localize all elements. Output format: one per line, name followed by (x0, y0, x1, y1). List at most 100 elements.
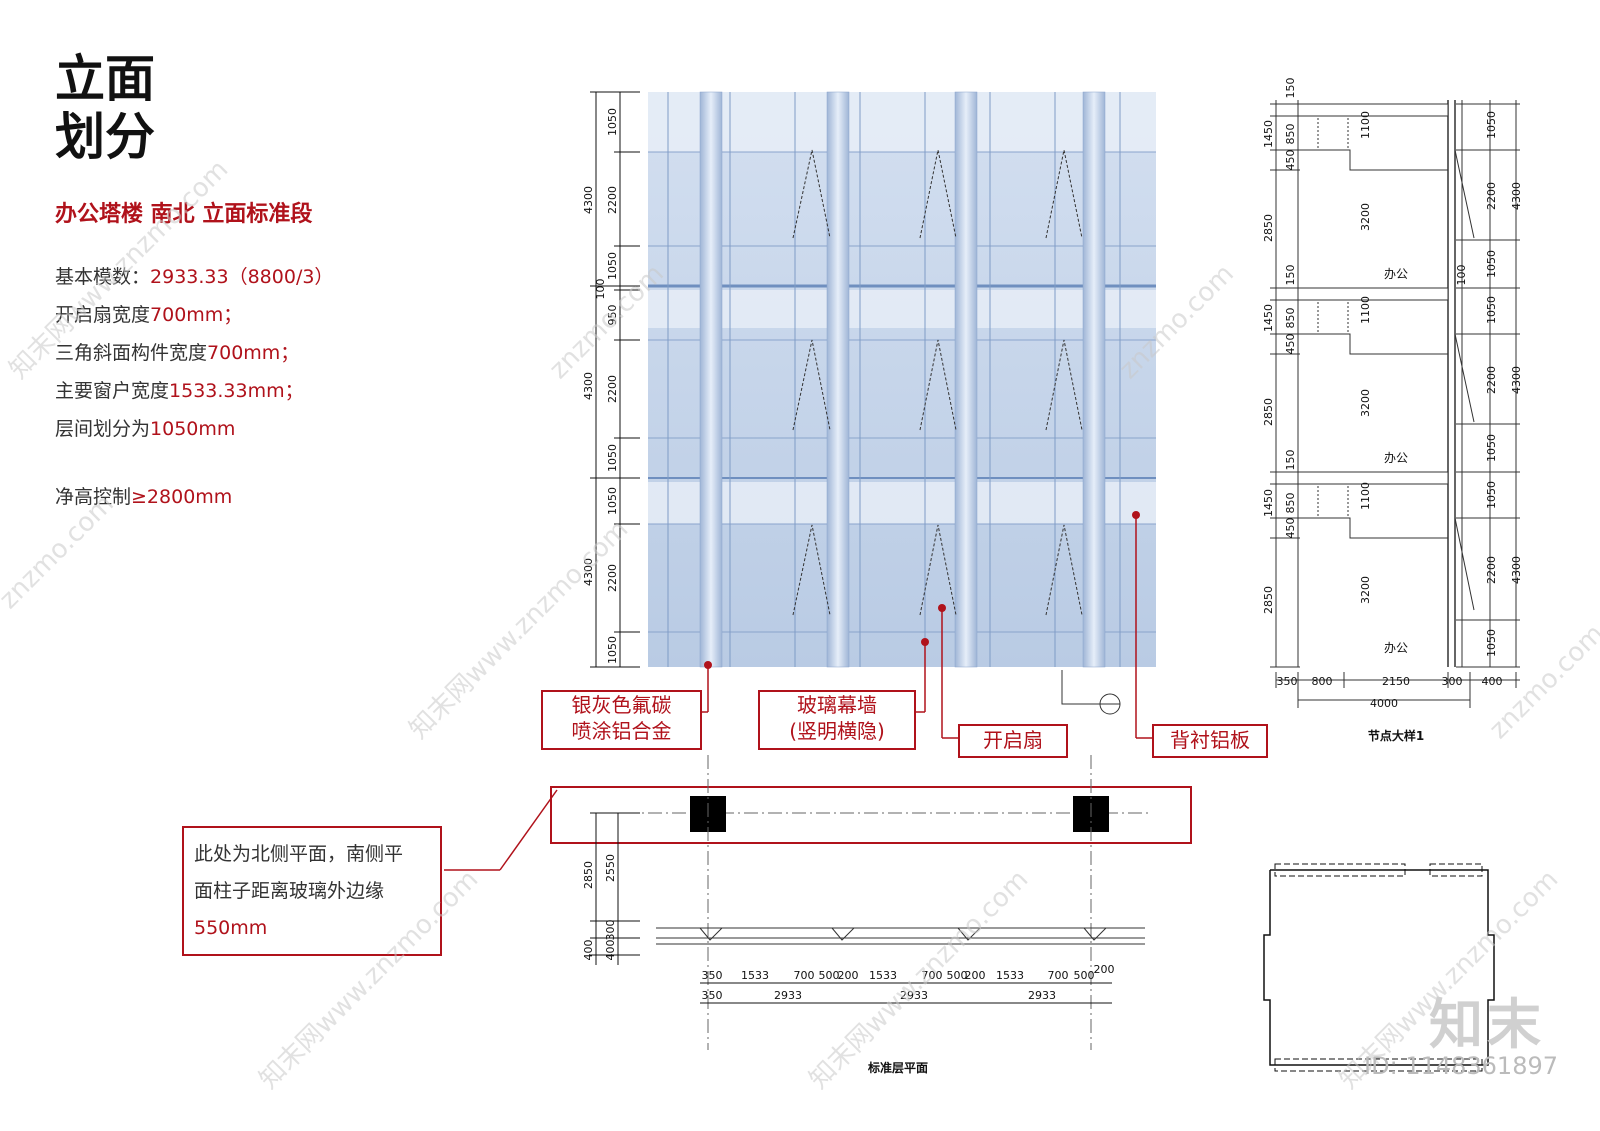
callout-backing-panel: 背衬铝板 (1152, 724, 1268, 758)
dim-label: 1050 (1485, 434, 1498, 462)
dim-label: 2850 (582, 861, 595, 889)
spec-label: 三角斜面构件宽度 (55, 342, 208, 364)
dim-label: 1050 (606, 444, 619, 472)
callout-line: (竖明横隐) (789, 719, 885, 743)
dim-label: 2550 (604, 854, 617, 882)
dim-label: 2850 (1262, 398, 1275, 426)
spec-clear-height: 净高控制≥2800mm (55, 482, 232, 509)
dim-label: 1050 (1485, 250, 1498, 278)
note-value: 550mm (194, 917, 268, 939)
key-plan (1263, 863, 1495, 1072)
dim-label: 4300 (582, 372, 595, 400)
dim-label: 1100 (1359, 482, 1372, 510)
callout-line: 喷涂铝合金 (571, 719, 672, 743)
callout-line: 银灰色氟碳 (571, 693, 672, 717)
dim-label: 700 (922, 969, 943, 982)
dim-label: 350 (702, 969, 723, 982)
dim-label: 1100 (1359, 296, 1372, 324)
dim-label: 1450 (1262, 304, 1275, 332)
dim-label: 1450 (1262, 120, 1275, 148)
dim-label: 1050 (1485, 481, 1498, 509)
dim-label: 1050 (606, 636, 619, 664)
dim-label: 850 (1284, 493, 1297, 514)
dim-label: 200 (838, 969, 859, 982)
subtitle: 办公塔楼 南北 立面标准段 (55, 202, 313, 227)
dim-label: 500 (819, 969, 840, 982)
dim-label: 3200 (1359, 576, 1372, 604)
dim-label: 300 (604, 920, 617, 941)
plan-drawing (550, 755, 1192, 1050)
plan-note-box: 此处为北侧平面，南侧平 面柱子距离玻璃外边缘 550mm (182, 826, 442, 956)
dim-label: 2850 (1262, 214, 1275, 242)
dim-label: 4300 (582, 186, 595, 214)
dim-label: 850 (1284, 308, 1297, 329)
dim-label: 4300 (1510, 182, 1523, 210)
dim-label: 1533 (741, 969, 769, 982)
dim-label: 1533 (996, 969, 1024, 982)
section-mark (1061, 670, 1121, 715)
callout-leaders (444, 515, 1152, 871)
dim-label: 1533 (869, 969, 897, 982)
dim-label: 4300 (1510, 556, 1523, 584)
spec-label: 层间划分为 (55, 418, 151, 440)
plan-label: 标准层平面 (867, 1060, 928, 1075)
dim-label: 3200 (1359, 203, 1372, 231)
dim-label: 300 (1442, 675, 1463, 688)
dim-label: 450 (1284, 334, 1297, 355)
dim-label: 2933 (1028, 989, 1056, 1002)
dim-label: 350 (1277, 675, 1298, 688)
dim-label: 4000 (1370, 697, 1398, 710)
spec-casement: 开启扇宽度700mm； (55, 300, 242, 327)
page-title: 立面 划分 (55, 50, 155, 166)
dim-label: 2150 (1382, 675, 1410, 688)
brand-logo: 知末 (1429, 993, 1545, 1056)
title-line-2: 划分 (55, 108, 155, 166)
dim-label: 350 (702, 989, 723, 1002)
elevation-dim-labels: 4300 4300 4300 1050 2200 1050 100 950 22… (582, 108, 619, 664)
dim-label: 450 (1284, 518, 1297, 539)
dim-label: 2200 (1485, 556, 1498, 584)
dim-label: 4300 (1510, 366, 1523, 394)
spec-value: 2933.33（8800/3） (150, 266, 334, 288)
spec-window: 主要窗户宽度1533.33mm； (55, 376, 304, 403)
dim-label: 1050 (606, 252, 619, 280)
callout-curtain-wall: 玻璃幕墙 (竖明横隐) (758, 690, 916, 750)
dim-label: 2200 (606, 564, 619, 592)
elevation-dimensions (590, 91, 640, 668)
dim-label: 1050 (606, 487, 619, 515)
watermark-text: 知末网www.znzmo.com (4, 154, 235, 385)
dim-label: 2933 (774, 989, 802, 1002)
section-dim-labels: 150 1450 850 450 2850 150 1450 850 450 2… (1262, 78, 1523, 744)
watermark-text: znzmo.com (0, 489, 120, 615)
plan-dim-labels: 2850 2550 400 300 400 350 1533 700 500 2… (582, 854, 1115, 1075)
spec-value: ≥2800mm (131, 486, 233, 508)
dim-label: 400 (604, 940, 617, 961)
section-detail (1270, 100, 1520, 708)
dim-label: 2200 (606, 375, 619, 403)
title-line-1: 立面 (55, 50, 155, 108)
dim-label: 100 (1455, 265, 1468, 286)
watermark-text: 知末网www.znzmo.com (254, 864, 485, 1095)
spec-value: 1050mm (150, 418, 236, 440)
dim-label: 2200 (1485, 366, 1498, 394)
dim-label: 450 (1284, 150, 1297, 171)
callout-casement: 开启扇 (958, 724, 1068, 758)
dim-label: 1450 (1262, 489, 1275, 517)
dim-label: 1050 (1485, 296, 1498, 324)
spec-value: 700mm； (150, 304, 243, 326)
dim-label: 400 (1482, 675, 1503, 688)
dim-label: 700 (1048, 969, 1069, 982)
dim-label: 2200 (606, 186, 619, 214)
dim-label: 950 (606, 305, 619, 326)
spec-module: 基本模数：2933.33（8800/3） (55, 262, 333, 289)
dim-label: 1050 (1485, 629, 1498, 657)
room-label: 办公 (1384, 450, 1408, 465)
dim-label: 1050 (1485, 111, 1498, 139)
dim-label: 700 (794, 969, 815, 982)
note-line-1: 此处为北侧平面，南侧平 (194, 843, 404, 865)
dim-label: 150 (1284, 265, 1297, 286)
spec-label: 开启扇宽度 (55, 304, 151, 326)
dim-label: 2933 (900, 989, 928, 1002)
dim-label: 2200 (1485, 182, 1498, 210)
